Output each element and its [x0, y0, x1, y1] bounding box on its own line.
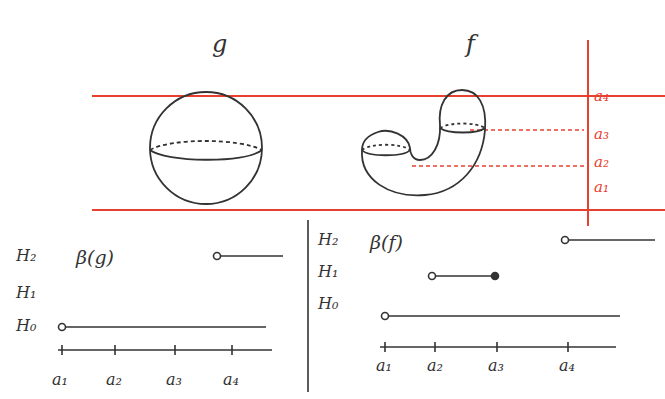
barcode-title: β(f): [370, 233, 403, 252]
level-label: a₄: [594, 89, 609, 104]
homology-label: H₁: [16, 285, 36, 301]
homology-label: H₀: [16, 318, 36, 334]
axis-label: a₁: [52, 372, 68, 388]
homology-label: H₁: [318, 264, 338, 280]
level-label: a₁: [594, 180, 609, 195]
axis-label: a₃: [166, 372, 182, 388]
axis-label: a₄: [223, 372, 239, 388]
level-label: a₂: [594, 155, 609, 170]
homology-label: H₀: [318, 296, 338, 312]
level-label: a₃: [594, 127, 609, 142]
homology-label: H₂: [16, 248, 36, 264]
axis-label: a₂: [427, 358, 443, 374]
axis-label: a₂: [106, 372, 122, 388]
surface-name: g: [212, 32, 227, 56]
axis-label: a₄: [559, 358, 575, 374]
surface-name: f: [466, 32, 475, 56]
axis-label: a₃: [488, 358, 504, 374]
barcode-title: β(g): [76, 248, 114, 267]
homology-label: H₂: [318, 232, 338, 248]
axis-label: a₁: [376, 358, 392, 374]
